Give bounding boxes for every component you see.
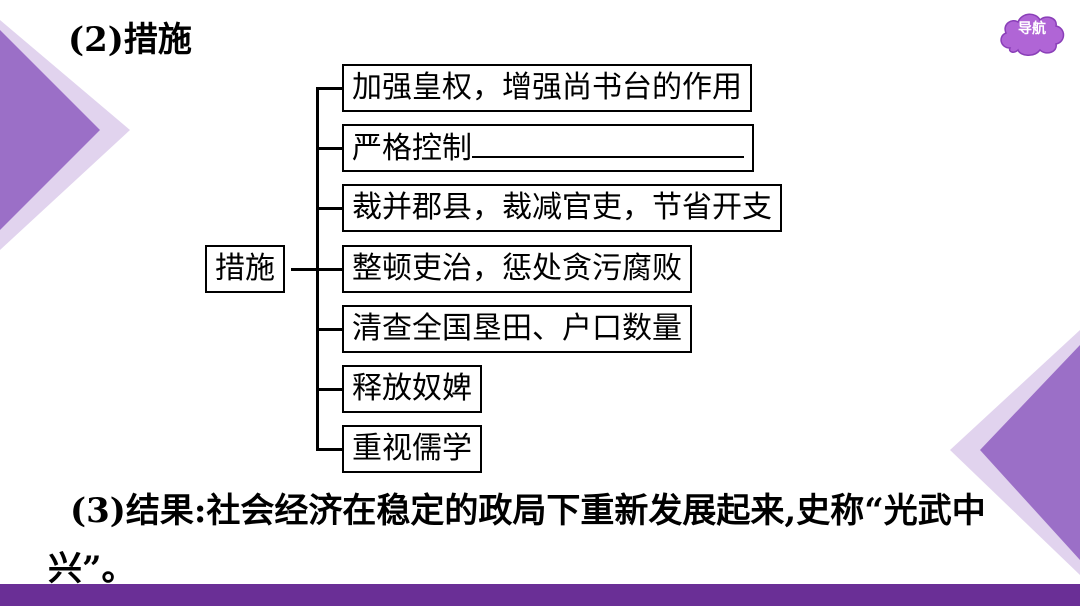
- branch-line: [316, 147, 342, 150]
- measure-item: 重视儒学: [342, 425, 482, 473]
- measure-item: 裁并郡县，裁减官吏，节省开支: [342, 184, 782, 232]
- section-heading: (2)措施: [68, 20, 192, 60]
- measure-item: 释放奴婢: [342, 365, 482, 413]
- root-node: 措施: [205, 245, 285, 293]
- measure-item-label: 严格控制: [352, 131, 472, 166]
- branch-line: [316, 87, 342, 90]
- result-paragraph: (3)结果:社会经济在稳定的政局下重新发展起来,史称“光武中兴”。: [48, 491, 986, 589]
- nav-cloud-icon[interactable]: [996, 8, 1068, 60]
- branch-line: [316, 388, 342, 391]
- branch-line: [316, 268, 342, 271]
- fill-in-blank[interactable]: [472, 126, 744, 158]
- branch-line: [316, 328, 342, 331]
- branch-line: [316, 448, 342, 451]
- measure-item: 加强皇权，增强尚书台的作用: [342, 64, 752, 112]
- nav-button-label[interactable]: 导航: [1018, 21, 1046, 37]
- bottom-accent-bar: [0, 584, 1080, 606]
- measure-item: 清查全国垦田、户口数量: [342, 305, 692, 353]
- root-connector: [291, 268, 317, 271]
- measure-item: 整顿吏治，惩处贪污腐败: [342, 245, 692, 293]
- branch-line: [316, 207, 342, 210]
- measure-item-with-blank: 严格控制: [342, 124, 754, 172]
